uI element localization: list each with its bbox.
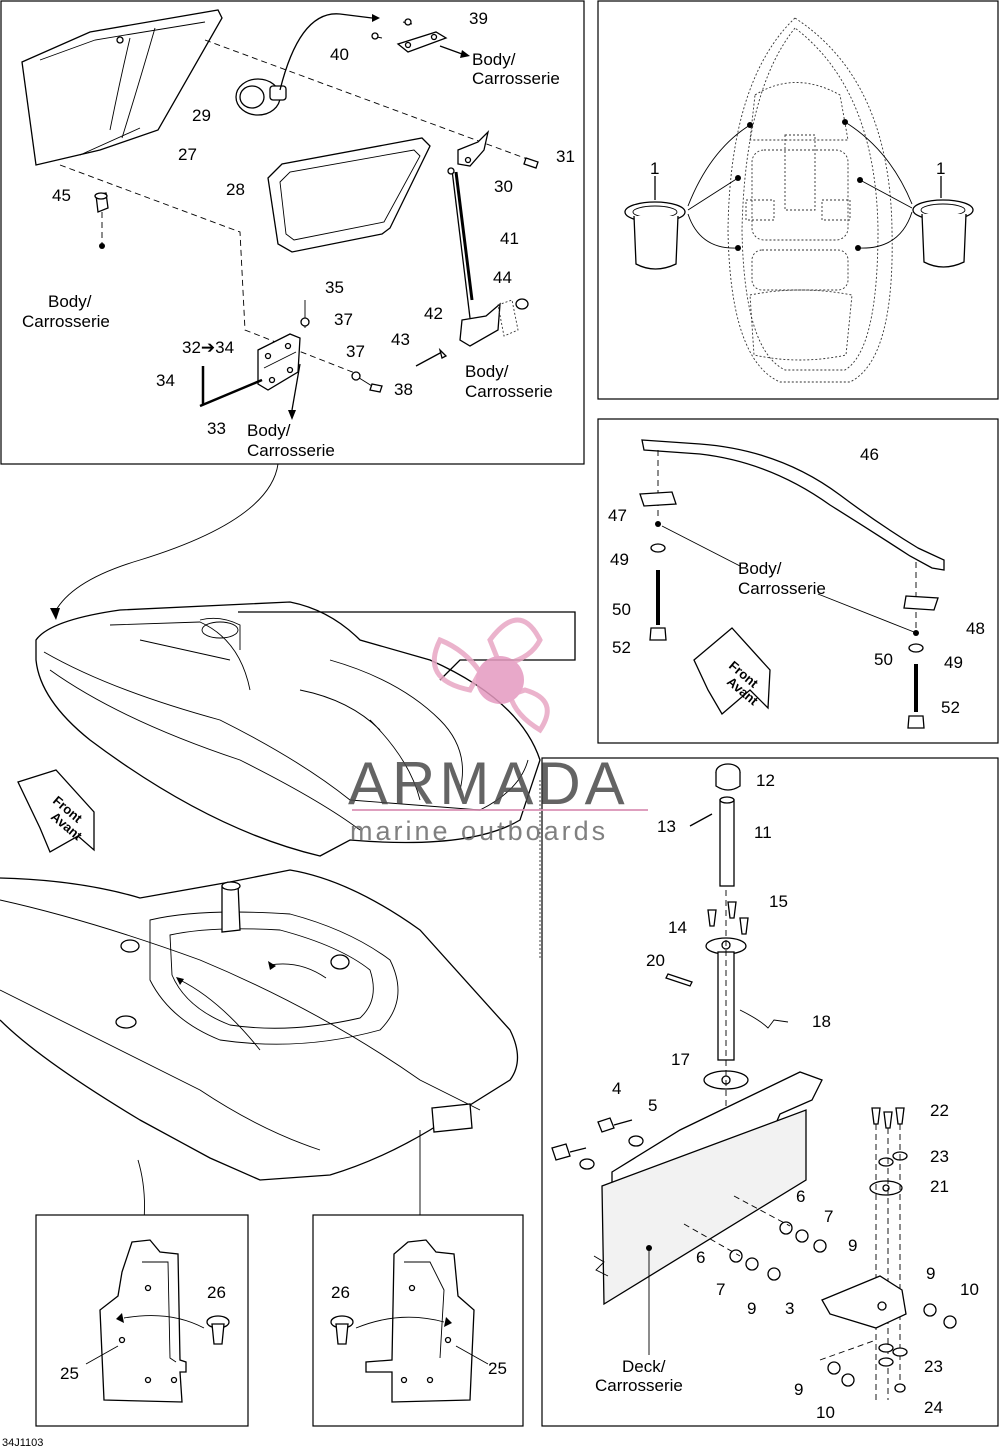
svg-text:52: 52 [612, 638, 631, 657]
svg-text:26: 26 [331, 1283, 350, 1302]
svg-text:9: 9 [926, 1264, 935, 1283]
svg-text:35: 35 [325, 278, 344, 297]
svg-text:7: 7 [824, 1207, 833, 1226]
svg-text:33: 33 [207, 419, 226, 438]
svg-text:9: 9 [794, 1380, 803, 1399]
svg-text:38: 38 [394, 380, 413, 399]
diagram-code: 34J1103 [2, 1437, 43, 1449]
svg-text:6: 6 [696, 1248, 705, 1267]
svg-text:34: 34 [156, 371, 175, 390]
svg-text:22: 22 [930, 1101, 949, 1120]
svg-text:30: 30 [494, 177, 513, 196]
svg-text:42: 42 [424, 304, 443, 323]
label-body: Body/ [472, 50, 516, 69]
panel-handrail: Front Avant 46 47 49 Body/ Carrosserie 5… [597, 418, 999, 744]
svg-text:9: 9 [848, 1236, 857, 1255]
boat-overview: Front Avant [17, 463, 576, 857]
svg-text:52: 52 [941, 698, 960, 717]
svg-text:40: 40 [330, 45, 349, 64]
svg-text:14: 14 [668, 918, 687, 937]
panel-steering-column: 12 13 11 15 14 20 18 17 4 5 22 23 21 6 7… [541, 757, 999, 1427]
svg-text:23: 23 [930, 1147, 949, 1166]
svg-text:7: 7 [716, 1280, 725, 1299]
svg-text:Deck/: Deck/ [622, 1357, 666, 1376]
part-42-bracket [459, 302, 501, 347]
part-3-bracket [821, 1275, 907, 1329]
front-arrow-right [693, 627, 771, 716]
svg-text:13: 13 [657, 817, 676, 836]
svg-text:4: 4 [612, 1079, 621, 1098]
svg-text:Carrosserie: Carrosserie [595, 1376, 683, 1395]
svg-text:32➔34: 32➔34 [182, 338, 234, 357]
svg-text:Body/: Body/ [738, 559, 782, 578]
part-30-bracket [457, 129, 490, 167]
svg-text:Carrosserie: Carrosserie [738, 579, 826, 598]
svg-text:50: 50 [612, 600, 631, 619]
panel-inset-25-left: 26 25 [35, 1214, 249, 1427]
svg-text:Body/: Body/ [247, 421, 291, 440]
svg-text:25: 25 [60, 1364, 79, 1383]
watermark-tagline: marine outboards [350, 816, 608, 846]
svg-text:49: 49 [944, 653, 963, 672]
panel-inset-25-right: 26 25 [312, 1214, 524, 1427]
svg-text:21: 21 [930, 1177, 949, 1196]
svg-text:10: 10 [816, 1403, 835, 1422]
svg-text:29: 29 [192, 106, 211, 125]
svg-text:47: 47 [608, 506, 627, 525]
armada-logo-icon [431, 617, 550, 734]
svg-text:49: 49 [610, 550, 629, 569]
svg-text:26: 26 [207, 1283, 226, 1302]
part-28-gasket [267, 137, 431, 253]
svg-text:Carrosserie: Carrosserie [247, 441, 335, 460]
svg-text:37: 37 [346, 342, 365, 361]
svg-text:20: 20 [646, 951, 665, 970]
svg-text:50: 50 [874, 650, 893, 669]
svg-text:45: 45 [52, 186, 71, 205]
front-arrow-left [17, 769, 95, 853]
svg-text:6: 6 [796, 1187, 805, 1206]
svg-text:Body/: Body/ [48, 292, 92, 311]
svg-text:44: 44 [493, 268, 512, 287]
deck-detail [0, 780, 541, 1251]
watermark-brand: ARMADA [348, 750, 629, 817]
part-46-handrail [641, 439, 945, 571]
svg-text:43: 43 [391, 330, 410, 349]
svg-text:1: 1 [650, 159, 659, 178]
watermark: ARMADA marine outboards [348, 617, 648, 846]
svg-text:Carrosserie: Carrosserie [465, 382, 553, 401]
part-41-strut [451, 169, 471, 319]
svg-text:48: 48 [966, 619, 985, 638]
svg-text:3: 3 [785, 1299, 794, 1318]
svg-text:28: 28 [226, 180, 245, 199]
svg-text:41: 41 [500, 229, 519, 248]
svg-text:10: 10 [960, 1280, 979, 1299]
svg-text:15: 15 [769, 892, 788, 911]
svg-text:31: 31 [556, 147, 575, 166]
svg-text:23: 23 [924, 1357, 943, 1376]
svg-text:11: 11 [754, 823, 772, 842]
svg-text:1: 1 [936, 159, 945, 178]
label-carrosserie: Carrosserie [472, 69, 560, 88]
svg-text:39: 39 [469, 9, 488, 28]
svg-text:Carrosserie: Carrosserie [22, 312, 110, 331]
svg-text:Body/: Body/ [465, 362, 509, 381]
part-29-lock [235, 78, 287, 116]
svg-text:9: 9 [747, 1299, 756, 1318]
svg-text:37: 37 [334, 310, 353, 329]
svg-text:18: 18 [812, 1012, 831, 1031]
svg-text:25: 25 [488, 1359, 507, 1378]
svg-text:5: 5 [648, 1096, 657, 1115]
svg-text:27: 27 [178, 145, 197, 164]
part-1-cup-holder-right [912, 199, 974, 268]
part-1-cup-holder-left [624, 201, 686, 270]
panel-cover-hinge: 39 40 Body/ Carrosserie 29 27 28 31 30 4… [0, 0, 585, 465]
svg-text:24: 24 [924, 1398, 943, 1417]
panel-cup-holders: 1 1 [597, 0, 999, 400]
svg-text:17: 17 [671, 1050, 690, 1069]
svg-text:46: 46 [860, 445, 879, 464]
svg-text:12: 12 [756, 771, 775, 790]
